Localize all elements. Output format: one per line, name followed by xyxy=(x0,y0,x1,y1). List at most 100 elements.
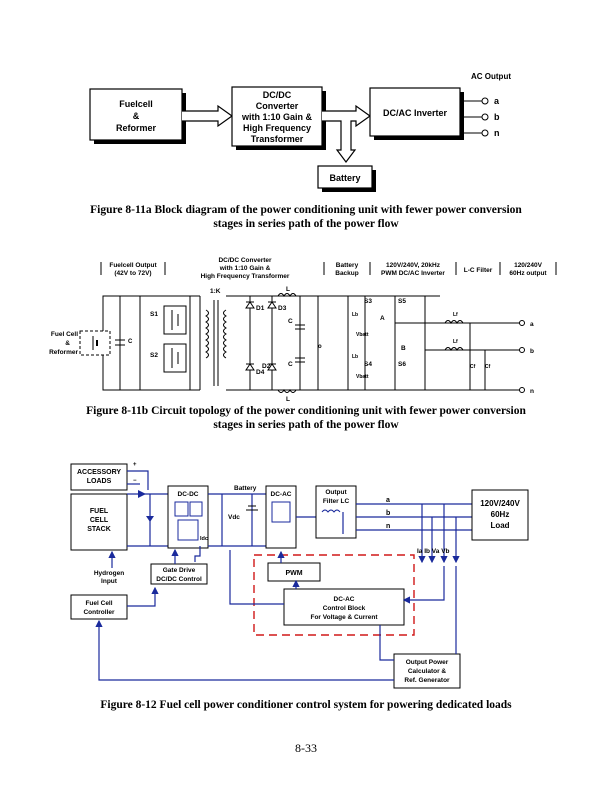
line-b-label: b xyxy=(386,510,390,517)
accessory-1: ACCESSORY xyxy=(77,469,121,476)
caption-8-11a-line1: Figure 8-11a Block diagram of the power … xyxy=(90,204,522,216)
dcdc-block-12 xyxy=(167,485,209,549)
s1-label: S1 xyxy=(150,311,158,318)
figure-8-11b: Fuelcell Output (42V to 72V) DC/DC Conve… xyxy=(49,257,557,431)
load-1: 120V/240V xyxy=(480,499,520,508)
hdr-lc-filter: L-C Filter xyxy=(464,267,493,274)
load-block xyxy=(471,489,529,541)
load-2: 60Hz xyxy=(491,510,510,519)
out-b-11b: b xyxy=(530,348,534,355)
battery-label: Battery xyxy=(329,173,360,183)
s3-label: S3 xyxy=(364,298,372,305)
dcdc-label-4: High Frequency xyxy=(243,123,311,133)
load-3: Load xyxy=(490,521,509,530)
gate-drive-block xyxy=(150,563,208,585)
dcdc-label-5: Transformer xyxy=(251,134,304,144)
d4-label: D4 xyxy=(256,369,265,376)
s6-label: S6 xyxy=(398,361,406,368)
s2-label: S2 xyxy=(150,352,158,359)
line-n-label: n xyxy=(386,523,390,530)
vbatt-label-bottom: Vbatt xyxy=(356,374,369,380)
out-n-label: n xyxy=(494,128,500,138)
fuelcell-src-2: & xyxy=(65,340,70,347)
d1-label: D1 xyxy=(256,305,265,312)
arrow-fuelcell-to-dcdc xyxy=(182,104,234,128)
caption-8-11b-line1: Figure 8-11b Circuit topology of the pow… xyxy=(86,405,526,417)
o-label: o xyxy=(318,344,322,350)
stack-2: CELL xyxy=(90,517,109,524)
node-a-label: A xyxy=(380,315,385,322)
fuelcell-label-3: Reformer xyxy=(116,123,157,133)
hdr-output-2: 60Hz output xyxy=(509,270,547,277)
caption-8-12: Figure 8-12 Fuel cell power conditioner … xyxy=(100,699,512,711)
gate-drive-2: DC/DC Control xyxy=(156,576,202,583)
output-filter-block xyxy=(315,485,357,539)
page-number: 8-33 xyxy=(295,741,317,755)
plus-sign: + xyxy=(133,462,137,468)
minus-sign: − xyxy=(133,478,137,484)
figure-8-11a: AC Output Fuelcell & Reformer DC/DC Conv… xyxy=(89,72,522,230)
c-label-lower: C xyxy=(288,361,293,368)
vbatt-label-top: Vbatt xyxy=(356,332,369,338)
fuelcell-label-1: Fuelcell xyxy=(119,99,153,109)
ctrl-3: For Voltage & Current xyxy=(310,614,378,621)
lb-label-bottom: Lb xyxy=(352,354,358,360)
node-b-label: B xyxy=(401,345,406,352)
stack-3: STACK xyxy=(87,526,111,533)
fuelcell-block xyxy=(89,88,183,141)
vdc-label: Vdc xyxy=(228,514,240,521)
dcdc-label-1: DC/DC xyxy=(263,90,292,100)
hdr-battery-1: Battery xyxy=(336,262,359,269)
lf-label-bottom: Lf xyxy=(453,339,458,345)
ac-output-label: AC Output xyxy=(471,72,511,81)
opc-1: Output Power xyxy=(406,659,449,666)
battery-12-label: Battery xyxy=(234,485,257,492)
ctrl-2: Control Block xyxy=(323,605,366,612)
d2-label: D2 xyxy=(262,363,271,370)
hdr-pwm-1: 120V/240V, 20kHz xyxy=(386,262,441,269)
stack-1: FUEL xyxy=(90,508,109,515)
pwm-label: PWM xyxy=(285,570,302,577)
l-label-bottom: L xyxy=(286,396,290,403)
dcac-label: DC-AC xyxy=(271,491,292,498)
dcac-block xyxy=(265,485,297,549)
figure-8-12: ACCESSORY LOADS + − FUEL CELL STACK DC-D… xyxy=(70,462,529,711)
dcdc-label-3: with 1:10 Gain & xyxy=(241,112,313,122)
arrow-dcdc-to-inverter-battery xyxy=(322,104,372,163)
hdr-battery-2: Backup xyxy=(335,270,359,277)
filter-2: Filter LC xyxy=(323,498,350,505)
ctrl-1: DC-AC xyxy=(334,596,355,603)
inverter-block xyxy=(369,87,461,137)
battery-block xyxy=(317,165,373,189)
opc-2: Calculator & xyxy=(408,668,447,675)
ratio-label: 1:K xyxy=(210,288,221,295)
fuelcell-source-box xyxy=(79,330,111,356)
fcc-1: Fuel Cell xyxy=(85,600,112,607)
dcdc-label-2: Converter xyxy=(256,101,299,111)
c-label-input: C xyxy=(128,339,133,345)
hdr-pwm-2: PWM DC/AC Inverter xyxy=(381,270,445,277)
fcc-2: Controller xyxy=(83,609,115,616)
s4-label: S4 xyxy=(364,361,372,368)
out-b-label: b xyxy=(494,112,500,122)
hdr-dcdc-2: with 1:10 Gain & xyxy=(219,265,271,272)
fuel-cell-controller-block xyxy=(70,594,128,620)
fuelcell-src-3: Reformer xyxy=(49,349,78,356)
lf-label-top: Lf xyxy=(453,312,458,318)
opc-3: Ref. Generator xyxy=(404,677,450,684)
line-a-label: a xyxy=(386,497,390,504)
caption-8-11a-line2: stages in series path of the power flow xyxy=(213,218,399,230)
cf-label-2: Cf xyxy=(485,364,491,370)
dcdc-12-label: DC-DC xyxy=(178,491,199,498)
out-a-label: a xyxy=(494,96,500,106)
inverter-label: DC/AC Inverter xyxy=(383,108,448,118)
l-label-top: L xyxy=(286,286,290,293)
lb-label-top: Lb xyxy=(352,312,358,318)
control-block xyxy=(283,588,405,626)
cf-label-1: Cf xyxy=(470,364,476,370)
output-power-calculator-block xyxy=(393,653,461,689)
hdr-dcdc-1: DC/DC Converter xyxy=(218,257,272,264)
hdr-output-1: 120/240V xyxy=(514,262,542,269)
dcac-control-dashed-box xyxy=(253,554,415,636)
